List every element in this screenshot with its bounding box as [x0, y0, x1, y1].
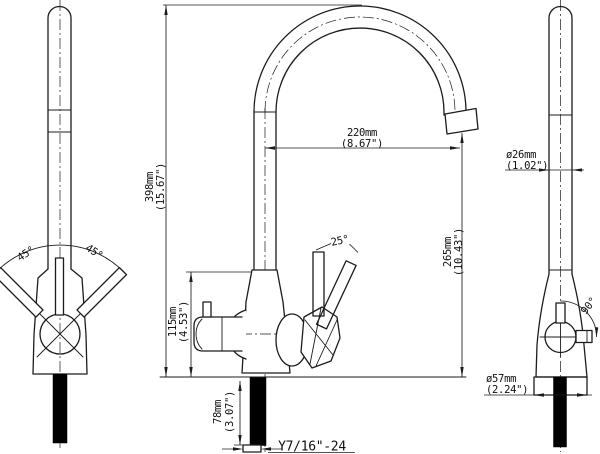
front-view: 25° — [193, 5, 479, 453]
shank-length-in: (3.07") — [224, 391, 236, 433]
spout-inner-arc — [275, 27, 445, 113]
dimension-shank-length: 78mm (3.07") — [212, 381, 246, 446]
supply-shank — [52, 373, 68, 444]
dimension-spout-reach: 220mm (8.67") — [265, 127, 460, 150]
dim-lines — [186, 271, 252, 377]
spout-tube — [548, 5, 573, 275]
lever-45-left — [0, 266, 44, 318]
valve-cross-lines — [36, 310, 84, 358]
base-diameter-mm: ø57mm — [486, 373, 516, 385]
lever-stem — [54, 257, 65, 316]
lever-stem-up — [555, 302, 566, 324]
dimension-base-diameter: ø57mm (2.24") — [484, 373, 592, 397]
spout-outer-arc — [253, 5, 467, 113]
overall-height-mm: 398mm — [144, 172, 156, 202]
lever-tilt-label: 25° — [330, 233, 350, 248]
dimension-thread-spec: Y7/16"-24 — [222, 440, 355, 454]
side-handle — [193, 316, 243, 352]
spout-tube — [47, 5, 72, 270]
swing-arc — [0, 244, 124, 273]
overall-height-in: (15.67") — [155, 163, 167, 211]
spout-diameter-mm: ø26mm — [506, 149, 536, 161]
lever-upright — [312, 251, 325, 317]
swing-angle-right-label: 45° — [83, 242, 105, 262]
right-side-view: 90° — [533, 0, 600, 452]
spout-centerline-arc — [264, 16, 456, 113]
spout-diameter-in: (1.02") — [506, 160, 548, 172]
thread-end — [242, 444, 262, 453]
dim-lines — [163, 4, 362, 377]
left-side-view: 45° 45° — [0, 0, 128, 450]
spout-reach-mm: 220mm — [347, 127, 377, 139]
tube-joint-rings — [47, 109, 72, 133]
spout-reach-in: (8.67") — [341, 138, 383, 150]
riser-tube — [253, 111, 277, 271]
leader-lines — [222, 448, 355, 453]
lever-tilt-leaders — [315, 243, 359, 253]
supply-shank-front — [249, 377, 267, 446]
supply-shank — [553, 376, 567, 448]
body-height-mm: 115mm — [167, 307, 179, 337]
side-handle-stem — [202, 301, 212, 318]
dimension-body-height: 115mm (4.53") — [167, 271, 252, 377]
shank-length-mm: 78mm — [212, 400, 224, 424]
lever-swing-label: 90° — [579, 295, 600, 317]
tube-joint-rings — [548, 114, 573, 271]
side-handle-details — [195, 316, 223, 352]
lever-45-right — [76, 266, 128, 318]
dimension-overall-height: 398mm (15.67") — [144, 4, 362, 377]
lever-tilted-25 — [315, 260, 357, 330]
spout-height-in: (10.43") — [453, 228, 465, 276]
body-height-in: (4.53") — [178, 301, 190, 343]
lever-rotated-90 — [575, 329, 593, 344]
thread-spec-label: Y7/16"-24 — [278, 440, 346, 454]
dimension-spout-diameter: ø26mm (1.02") — [505, 149, 584, 172]
nozzle-aerator — [444, 107, 479, 135]
base-diameter-in: (2.24") — [486, 384, 528, 396]
dimension-spout-height: 265mm (10.43") — [442, 133, 465, 377]
spout-height-mm: 265mm — [442, 237, 454, 267]
swing-angle-left-label: 45° — [15, 244, 37, 264]
